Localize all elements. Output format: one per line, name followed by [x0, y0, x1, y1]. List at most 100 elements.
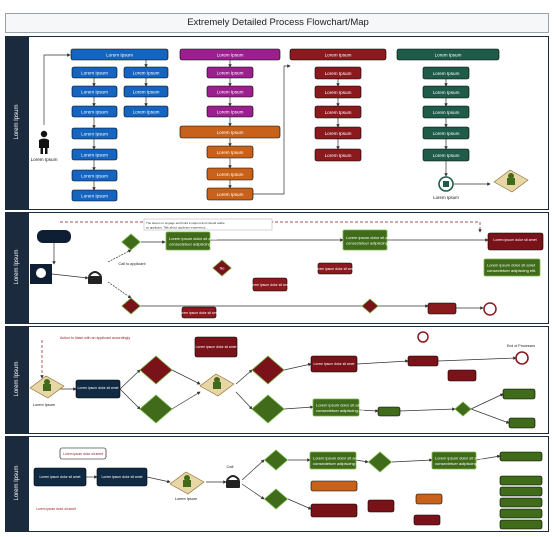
- lane3-green-box-1-line2: consectetuer adipiscing elit.: [316, 408, 365, 413]
- lane1-teal-step-5-label: Lorem Ipsum: [433, 153, 460, 158]
- lane3-green-box-3: [502, 388, 536, 400]
- lane3-desk-to-d4: [235, 391, 253, 410]
- lane3-end-label: End of Processes: [507, 344, 535, 348]
- lane1-teal-step-2-label: Lorem Ipsum: [433, 90, 460, 95]
- lane3-desk-2: [199, 373, 235, 397]
- lane1-red-step-1-label: Lorem Ipsum: [325, 71, 352, 76]
- lane1-blue-step-5: Lorem Ipsum: [71, 148, 118, 161]
- lane2-decision-2: [121, 297, 141, 315]
- lane3-desk-label: Lorem Ipsum: [33, 403, 55, 407]
- lane1-teal-step-1: Lorem Ipsum: [422, 66, 470, 80]
- lane1-teal-step-4-label: Lorem Ipsum: [433, 131, 460, 136]
- lane3-diamond-5: [454, 401, 472, 417]
- lane4-d3-to-green: [391, 458, 433, 463]
- lane2-no-decision: No: [212, 259, 232, 277]
- lane3-green-to-d5: [399, 407, 456, 412]
- lane3-red-box-1-text: Lorem ipsum dolor sit amet: [196, 345, 237, 349]
- lane3-red-box-4: [447, 369, 477, 382]
- lane4-green-box-1-line2: consectetuer adipiscing elit.: [313, 461, 362, 466]
- lane1-red-step-5-label: Lorem Ipsum: [325, 153, 352, 158]
- lane2-green-box-3-line1: Lorem ipsum dolor sit amet: [487, 263, 536, 268]
- lane4-diamond-3: [367, 451, 393, 473]
- lane3-diamond-3: [251, 355, 285, 385]
- lane3-green-to-green: [358, 409, 379, 413]
- lane4-green-box-2-line2: consectetuer adipiscing elit.: [435, 461, 484, 466]
- lane1-red-header-label: Lorem Ipsum: [325, 52, 352, 57]
- lane4-navy-box-2: [96, 467, 148, 487]
- lane2-magnifier-icon: [30, 264, 52, 284]
- lane3-navy-to-d2: [119, 388, 141, 410]
- lane1-orange-step-1: Lorem Ipsum: [206, 145, 254, 159]
- lane1-blue-step-3-label: Lorem Ipsum: [81, 109, 108, 114]
- lane1-teal-step-4: Lorem Ipsum: [422, 126, 470, 140]
- lane2-red-box-e-text: Lorem ipsum dolor sit amet: [493, 238, 536, 242]
- lane4-note-box: [59, 447, 107, 460]
- lane4-green-box-2-line1: Lorem ipsum dolor sit amet: [435, 456, 484, 461]
- lane1-teal-step-5: Lorem Ipsum: [422, 148, 470, 162]
- lane2-decision-3: [361, 298, 379, 314]
- lane3-navy-text: Lorem ipsum dolor sit amet: [78, 386, 119, 390]
- lane1-blue-header: Lorem Ipsum: [70, 48, 169, 61]
- lane4-green-stack-1: [499, 451, 543, 462]
- lane1-blue-step-2: Lorem Ipsum: [71, 85, 118, 98]
- lane1-red-step-5: Lorem Ipsum: [314, 148, 362, 162]
- lane3-green-box-1-line1: Lorem ipsum dolor sit amet: [316, 403, 365, 408]
- lane4-phone-to-d1: [241, 459, 265, 481]
- lane3-desk-to-d3: [235, 369, 253, 385]
- lane3-desk-illustration: [29, 375, 65, 399]
- lane2-green-box-1-line1: Lorem ipsum dolor sit amet: [169, 236, 218, 241]
- lane1-red-step-3: Lorem Ipsum: [314, 105, 362, 119]
- lane-header-4: Lorem Ipsum: [5, 436, 29, 532]
- lane4-green-stack-5: [499, 508, 543, 519]
- lane1-purple-step-1-label: Lorem Ipsum: [217, 70, 244, 75]
- lane1-end-circle: [438, 176, 454, 192]
- lane4-red-box-3: [413, 514, 441, 526]
- lane4-diamond-2: [263, 488, 289, 510]
- lane1-end-label: Lorem Ipsum: [433, 195, 459, 200]
- lane3-diamond-4: [251, 394, 285, 424]
- title-bar: Extremely Detailed Process Flowchart/Map: [5, 13, 549, 33]
- lane1-blue-step-1: Lorem Ipsum: [71, 66, 118, 79]
- lane3-d2-to-desk: [171, 391, 201, 410]
- lane2-end-circle: [483, 302, 497, 316]
- lane3-red-box-2-text: Lorem ipsum dolor sit amet: [314, 362, 355, 366]
- lane3-d5-to-green-2: [470, 408, 510, 424]
- lane2-red-box-b-text: Lorem ipsum dolor sit amet: [315, 267, 356, 271]
- lane4-orange-box-2: [415, 493, 443, 505]
- lane1-purple-step-3-label: Lorem Ipsum: [217, 109, 244, 114]
- lane3-end-circle: [515, 351, 529, 365]
- lane1-blue-step-4-label: Lorem Ipsum: [81, 131, 108, 136]
- lane3-pin-icon: [417, 331, 429, 343]
- lane1-blue-sub-2-label: Lorem Ipsum: [133, 89, 160, 94]
- lane1-purple-step-2-label: Lorem Ipsum: [217, 89, 244, 94]
- lane1-start-arrow: [43, 53, 71, 125]
- lane4-phone-icon: [226, 475, 240, 488]
- lane4-navy-box-2-text: Lorem ipsum dolor sit amet: [102, 475, 143, 479]
- lane3-green-box-2: [377, 406, 401, 417]
- lane4-diamond-1: [263, 449, 289, 471]
- lane4-green-box-1-line1: Lorem ipsum dolor sit amet: [313, 456, 362, 461]
- lane2-note-line1: The idea is to engage and build a rappor…: [146, 221, 225, 225]
- lane4-note-text: Lorem ipsum dolor sit amet: [63, 452, 103, 456]
- lane3-red-box-3: [407, 355, 439, 367]
- lane1-blue-sub-3-label: Lorem Ipsum: [133, 109, 160, 114]
- lane4-call-label: Call: [227, 464, 234, 469]
- lane-header-3: Lorem Ipsum: [5, 326, 29, 434]
- lane1-purple-step-2: Lorem Ipsum: [206, 85, 254, 98]
- lane3-d3-to-red: [283, 362, 312, 371]
- lane2-phone-to-dec2: [107, 281, 132, 299]
- lane3-d1-to-desk: [171, 369, 201, 385]
- lane2-red-box-b: [317, 262, 353, 275]
- lane2-green-box-3-line2: consectetuer adipiscing elit.: [487, 268, 536, 273]
- lane1-orange-step-3: Lorem Ipsum: [206, 187, 254, 201]
- lane1-red-step-3-label: Lorem Ipsum: [325, 110, 352, 115]
- lane4-bottom-note: Lorem ipsum dolor sit amet: [36, 507, 76, 511]
- lane2-red-box-a-text: Lorem ipsum dolor sit amet: [250, 283, 291, 287]
- lane3-navy-to-d1: [119, 369, 141, 390]
- lane1-red-step-4: Lorem Ipsum: [314, 126, 362, 140]
